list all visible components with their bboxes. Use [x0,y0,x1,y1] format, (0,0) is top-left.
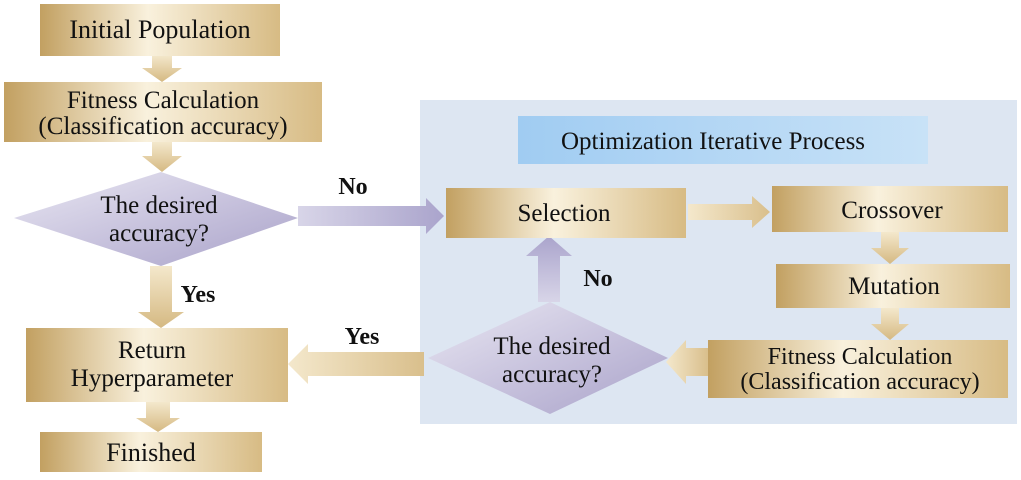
initial-population-box [40,4,280,56]
panel-title: Optimization Iterative Process [561,128,865,155]
decision-loop-diamond [428,302,668,414]
return-box [26,328,288,402]
finished-label: Finished [106,438,196,467]
edge-label-yes-loop: Yes [345,324,380,350]
return-label-1: Return [118,337,187,364]
arrow-decision-no-to-selection [298,198,444,234]
arrow-mutation-to-fitness [871,308,909,340]
fitness-main-box [4,82,322,142]
fitness-main-label-2: (Classification accuracy) [38,113,287,140]
fitness-loop-label-2: (Classification accuracy) [740,369,979,395]
mutation-box [776,264,1010,308]
decision-loop-label-2: accuracy? [502,361,602,388]
arrow-fitness-to-decision [142,142,182,172]
return-label-2: Hyperparameter [71,365,234,392]
finished-box [40,432,262,472]
initial-population-label: Initial Population [69,15,250,44]
fitness-loop-box [708,340,1008,398]
arrow-loop-decision-no-up [526,236,572,302]
selection-box [446,188,686,238]
decision-loop-label-1: The desired [493,333,611,360]
decision-main-diamond [14,172,298,266]
arrow-decision-yes-down [138,266,184,328]
fitness-main-label-1: Fitness Calculation [67,87,260,114]
decision-main-label-2: accuracy? [109,220,209,247]
arrow-crossover-to-mutation [871,232,909,264]
crossover-box [772,186,1008,232]
mutation-label: Mutation [848,273,940,300]
arrow-fitness-to-loop-decision [666,340,708,384]
edge-label-no-main: No [338,174,367,200]
edge-label-yes-main: Yes [181,282,216,308]
decision-main-label-1: The desired [100,192,218,219]
selection-label: Selection [517,200,611,227]
arrow-initial-to-fitness [142,55,182,82]
arrow-loop-decision-yes-to-return [288,344,424,384]
arrow-return-to-finished [136,402,180,432]
arrow-selection-to-crossover [688,196,770,228]
edge-label-no-loop: No [583,266,612,292]
crossover-label: Crossover [841,197,943,224]
fitness-loop-label-1: Fitness Calculation [768,344,953,370]
panel-title-box [518,116,928,164]
